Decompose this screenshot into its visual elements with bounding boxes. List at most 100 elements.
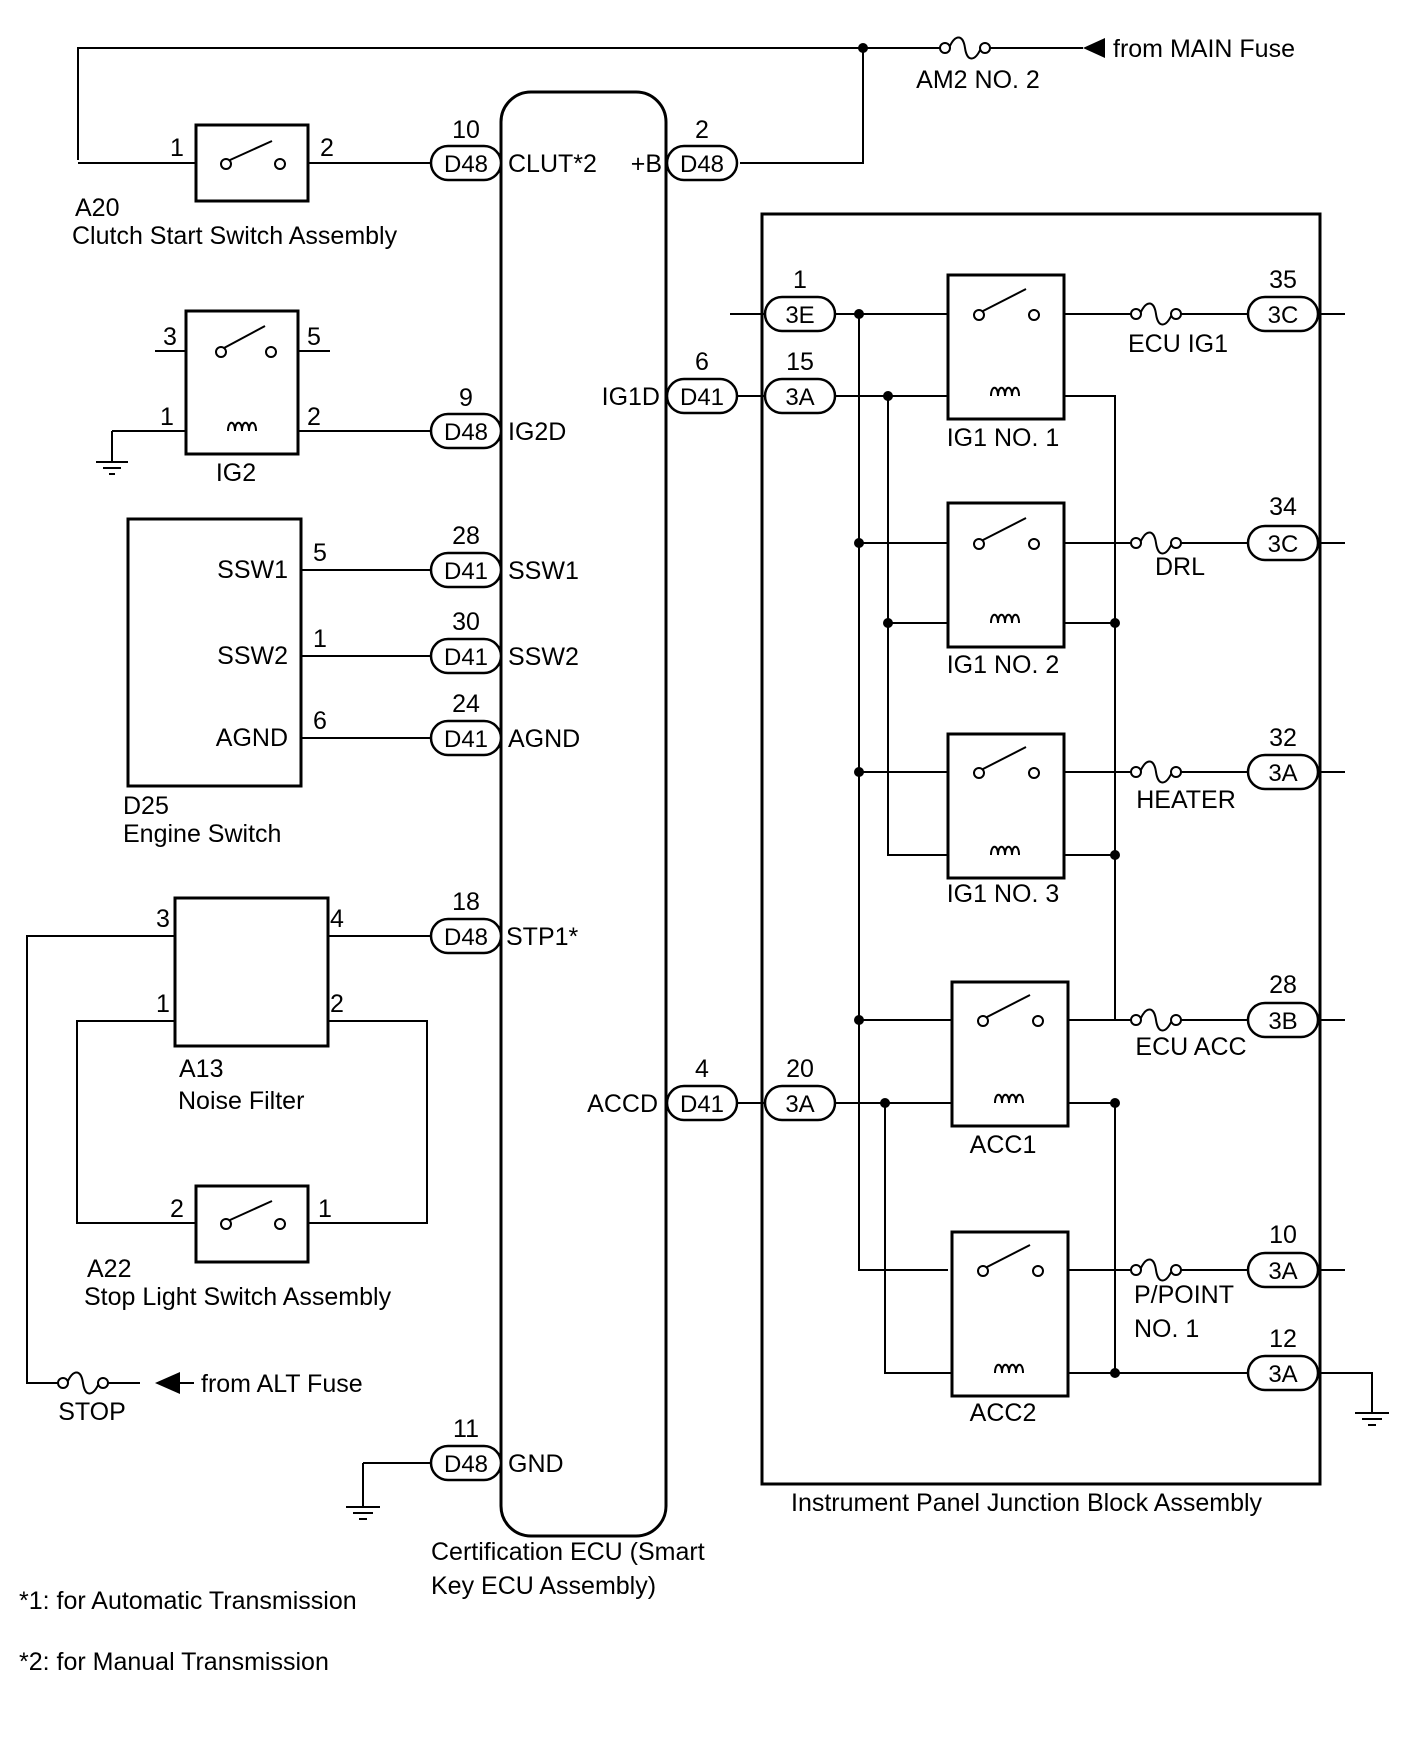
ground-icon — [96, 461, 128, 475]
main-fuse-source-label: from MAIN Fuse — [1113, 35, 1295, 63]
d25-term-agnd: AGND — [216, 724, 288, 752]
switch-contact-icon — [229, 1200, 273, 1221]
svg-text:3C: 3C — [1268, 302, 1299, 329]
ecu-pin-ssw2: D41 30 SSW2 — [429, 608, 579, 675]
svg-text:32: 32 — [1269, 724, 1297, 752]
svg-text:3A: 3A — [1268, 1361, 1297, 1388]
a13-pin-2: 2 — [330, 990, 344, 1018]
svg-text:12: 12 — [1269, 1325, 1297, 1353]
relay-ig1-no2: IG1 NO. 2 — [946, 501, 1066, 679]
ecu-pin-ig2d: D48 9 IG2D — [429, 384, 566, 450]
junction-dots — [854, 43, 1120, 1378]
svg-text:10: 10 — [1269, 1221, 1297, 1249]
fuse-drl: DRL — [1130, 531, 1205, 581]
svg-text:20: 20 — [786, 1055, 814, 1083]
svg-text:3A: 3A — [785, 1091, 814, 1118]
svg-text:18: 18 — [452, 888, 480, 916]
svg-text:D41: D41 — [680, 1091, 724, 1118]
a13-noise-filter: 3 4 1 2 A13 Noise Filter — [156, 896, 344, 1115]
svg-text:3A: 3A — [785, 384, 814, 411]
jb-output-ground: 3A 12 — [1246, 1325, 1389, 1426]
svg-text:35: 35 — [1269, 266, 1297, 294]
svg-text:9: 9 — [459, 384, 473, 412]
svg-text:GND: GND — [508, 1450, 564, 1478]
svg-text:3C: 3C — [1268, 531, 1299, 558]
svg-text:NO. 1: NO. 1 — [1134, 1315, 1199, 1343]
svg-text:ECU ACC: ECU ACC — [1135, 1033, 1246, 1061]
svg-text:D48: D48 — [444, 1451, 488, 1478]
svg-text:IG2D: IG2D — [508, 418, 566, 446]
switch-contact-icon — [982, 288, 1027, 312]
svg-text:6: 6 — [695, 348, 709, 376]
d25-name: Engine Switch — [123, 820, 281, 848]
ecu-name-line1: Certification ECU (Smart — [431, 1538, 705, 1566]
svg-text:28: 28 — [1269, 971, 1297, 999]
a20-code: A20 — [75, 194, 119, 222]
fuse-heater: HEATER — [1130, 760, 1236, 814]
a20-pin-2: 2 — [320, 134, 334, 162]
svg-text:15: 15 — [786, 348, 814, 376]
ground-icon — [346, 1506, 380, 1520]
svg-text:STP1*: STP1* — [506, 923, 579, 951]
svg-text:D48: D48 — [680, 151, 724, 178]
svg-text:34: 34 — [1269, 493, 1297, 521]
a20-name: Clutch Start Switch Assembly — [72, 222, 398, 250]
fuse-icon — [1130, 1008, 1182, 1032]
relay-ig1-no3: IG1 NO. 3 — [946, 732, 1066, 908]
svg-text:HEATER: HEATER — [1136, 786, 1236, 814]
ecu-pin-plusb: D48 2 +B — [631, 116, 739, 182]
ecu-name-line2: Key ECU Assembly) — [431, 1572, 656, 1600]
main-fuse-source: AM2 NO. 2 from MAIN Fuse — [916, 35, 1295, 94]
d25-pin-5: 5 — [313, 539, 327, 567]
svg-text:ECU IG1: ECU IG1 — [1128, 330, 1228, 358]
a20-pin-1: 1 — [170, 134, 184, 162]
d25-pin-1: 1 — [313, 625, 327, 653]
svg-text:D48: D48 — [444, 924, 488, 951]
svg-text:D41: D41 — [444, 558, 488, 585]
ig2-pin-1: 1 — [160, 403, 174, 431]
alt-fuse-source-label: from ALT Fuse — [201, 1370, 363, 1398]
stop-fuse-label: STOP — [58, 1398, 126, 1426]
a22-name: Stop Light Switch Assembly — [84, 1283, 392, 1311]
am2-fuse-label: AM2 NO. 2 — [916, 66, 1040, 94]
d25-pin-6: 6 — [313, 707, 327, 735]
svg-text:24: 24 — [452, 690, 480, 718]
a22-code: A22 — [87, 1255, 131, 1283]
d25-term-ssw1: SSW1 — [217, 556, 288, 584]
svg-text:3A: 3A — [1268, 1258, 1297, 1285]
svg-text:3A: 3A — [1268, 760, 1297, 787]
svg-text:D41: D41 — [444, 726, 488, 753]
fuse-icon — [1130, 531, 1182, 555]
svg-text:P/POINT: P/POINT — [1134, 1281, 1234, 1309]
relay-acc1: ACC1 — [950, 980, 1070, 1159]
switch-contact-icon — [986, 994, 1031, 1018]
a22-pin-2: 2 — [170, 1195, 184, 1223]
footnote-1: *1: for Automatic Transmission — [19, 1587, 357, 1615]
ecu-pin-stp1: D48 18 STP1* — [429, 888, 579, 955]
fuse-icon — [1130, 760, 1182, 784]
ecu-pin-gnd: D48 11 GND — [346, 1415, 564, 1520]
switch-contact-icon — [986, 1244, 1031, 1268]
a22-pin-1: 1 — [318, 1195, 332, 1223]
a13-pin-3: 3 — [156, 905, 170, 933]
relay-ig1-no1-label: IG1 NO. 1 — [947, 424, 1060, 452]
ecu-pin-agnd: D41 24 AGND — [429, 690, 580, 757]
svg-text:D48: D48 — [444, 419, 488, 446]
jb-output-heater: 3A 32 — [1246, 724, 1320, 791]
svg-text:ACCD: ACCD — [587, 1090, 658, 1118]
junction-block: Instrument Panel Junction Block Assembly — [760, 212, 1322, 1517]
svg-text:AGND: AGND — [508, 725, 580, 753]
relay-acc1-label: ACC1 — [970, 1131, 1037, 1159]
svg-text:11: 11 — [453, 1415, 479, 1443]
ecu-pin-ssw1: D41 28 SSW1 — [429, 522, 579, 589]
jb-output-ecu-ig1: 3C 35 — [1246, 266, 1320, 333]
switch-contact-icon — [229, 140, 273, 161]
svg-text:D48: D48 — [444, 151, 488, 178]
relay-ig1-no2-label: IG1 NO. 2 — [947, 651, 1060, 679]
relay-ig1-no1: IG1 NO. 1 — [946, 273, 1066, 452]
jb-output-ecu-acc: 3B 28 — [1246, 971, 1320, 1039]
a22-stop-light-switch: 2 1 A22 Stop Light Switch Assembly — [84, 1184, 392, 1311]
svg-text:1: 1 — [793, 266, 807, 294]
jb-output-drl: 3C 34 — [1246, 493, 1320, 562]
stop-fuse-source: STOP from ALT Fuse — [57, 1370, 363, 1426]
